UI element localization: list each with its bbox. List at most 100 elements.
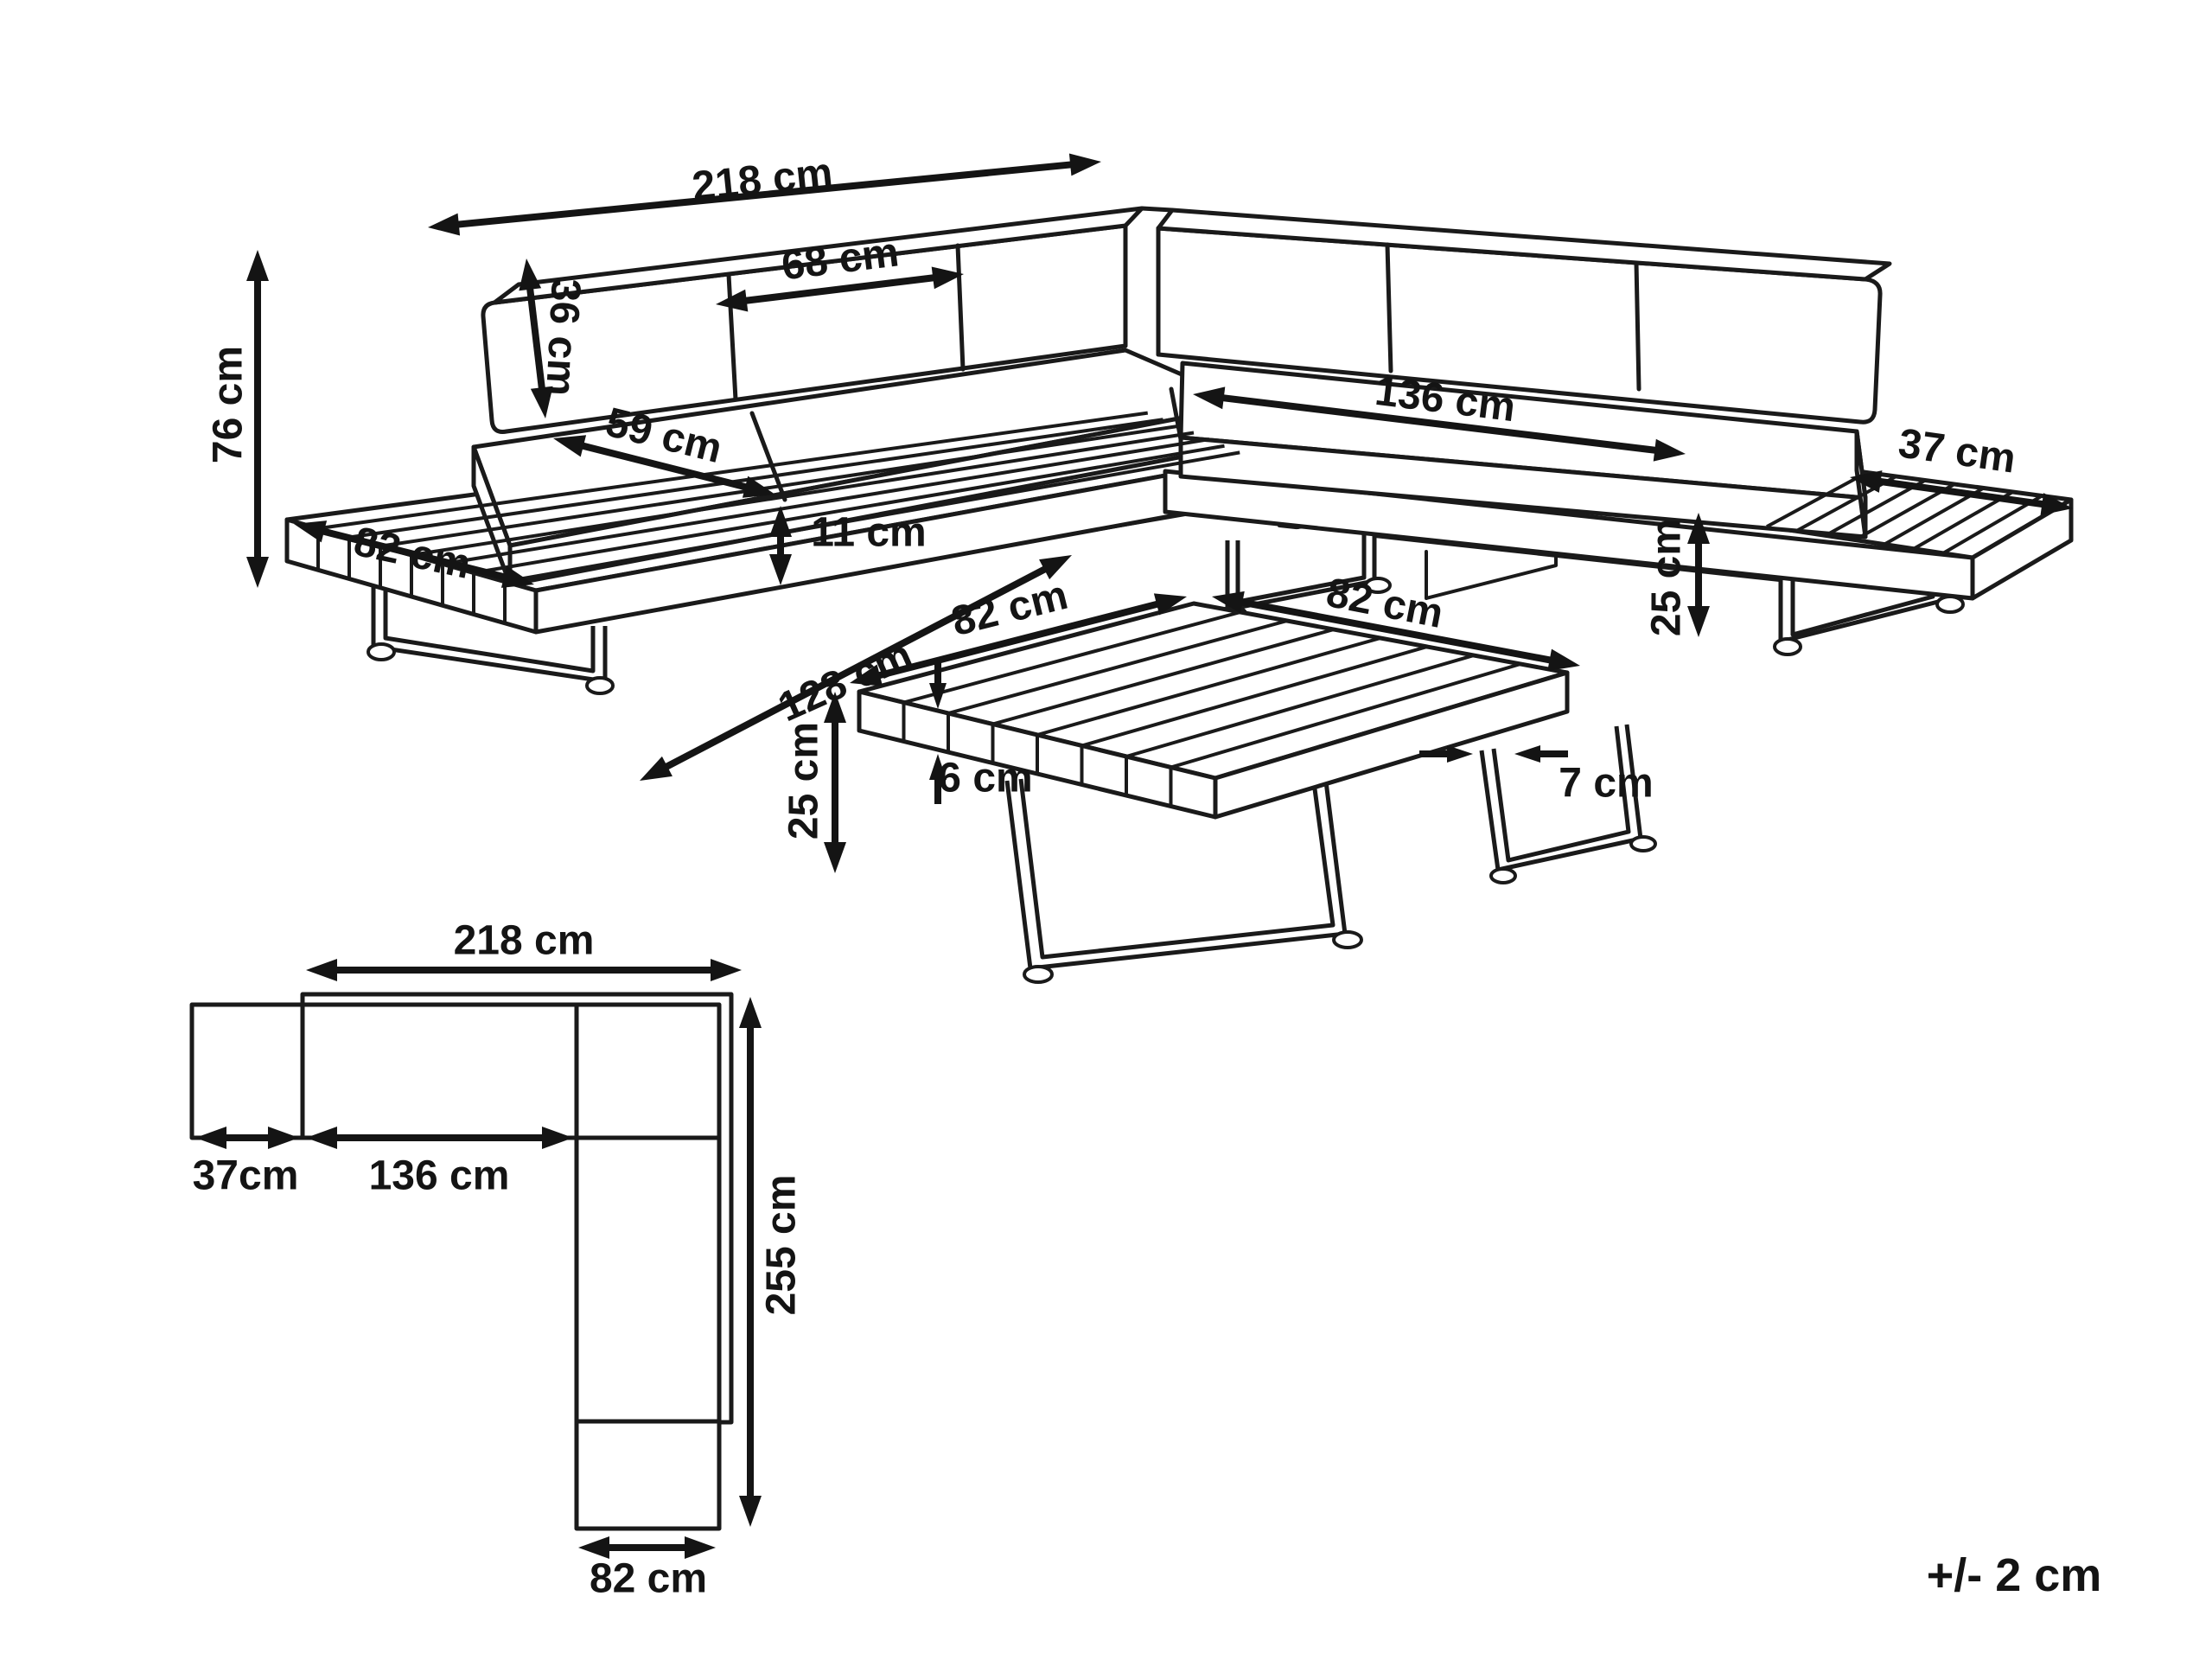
dim-label-back-cushion-height: 36 cm [537,278,589,398]
arrowhead [769,506,792,537]
arrowhead [742,476,775,498]
foot-pad [1364,577,1392,594]
slat-line [902,610,1241,705]
arrowhead [739,997,762,1028]
dim-right-bench-height: 25 cm [1644,513,1710,637]
coffee-table-right-face [1213,670,1570,820]
dimension-line [660,563,1052,773]
coffee-top-slats [902,610,1521,769]
arrowhead [931,266,964,290]
dim-label-right-table-width: 37 cm [1896,420,2018,482]
slat-line [348,418,1163,540]
arrowhead [711,959,742,981]
arrowhead [1153,593,1187,616]
arrowhead [1447,745,1473,763]
slat-line [442,437,1210,566]
dim-table-top-width: 82 cm [1212,570,1580,672]
dim-seat-cushion-thickness: 11 cm [769,506,927,585]
arrowhead [246,557,269,588]
arrowhead [1193,386,1226,410]
arrowhead [1039,555,1072,580]
arrowhead [428,213,461,236]
arrowhead [769,554,792,585]
tolerance-note: +/- 2 cm [1927,1549,2102,1601]
dim-table-leg-width: 7 cm [1419,745,1654,807]
dim-plan-seat-width: 136 cm [306,1127,573,1199]
arrowhead [929,754,947,780]
dim-plan-sofa-depth: 255 cm [739,997,805,1527]
coffee-leg-front-inner [1018,769,1335,960]
dimension-line [452,160,1077,229]
dimension-line [1235,597,1557,665]
slat-line [1170,662,1521,769]
arrowhead [1653,438,1686,462]
left-backrest-front [481,223,1128,434]
plan-view [189,992,734,1531]
slat-line [991,628,1335,726]
dimension-line [872,599,1164,680]
slat-line [504,450,1240,584]
left-backrest-seam [955,243,966,372]
arrowhead [640,756,673,781]
slat-line [473,444,1225,575]
left-bench-top-slats [317,411,1240,584]
arrowhead [195,1127,226,1149]
arrowhead [716,289,749,312]
dimension-line [576,441,753,492]
plan-backrest-outline [300,992,734,1425]
right-backrest-seam [1634,260,1641,392]
dim-plan-sofa-width: 218 cm [306,918,742,981]
arrowhead [578,1536,609,1559]
corner-seat-seam [1169,386,1183,442]
arrowhead [685,1536,716,1559]
arrowhead [1687,513,1710,544]
plan-top-band [300,1002,722,1140]
arrowhead [306,1127,337,1149]
coffee-leg-rear-inner [1491,725,1631,863]
arrowhead [850,664,883,686]
dim-label-table-height: 25 cm [781,722,827,840]
arrowhead [2040,493,2073,515]
arrowhead [306,959,337,981]
dim-label-plan-sofa-depth: 255 cm [759,1175,805,1316]
plan-bottom-side-table [574,1419,722,1531]
coffee-face-slats [902,702,1173,807]
arrowhead [500,565,534,588]
dim-label-table-leg-width: 7 cm [1559,761,1653,807]
arrowhead [1068,153,1101,176]
slat-line [1854,482,1955,542]
dim-plan-side-table-width: 37cm [193,1127,299,1199]
dim-label-plan-seat-width: 136 cm [369,1153,510,1199]
sled-leg-corner-inner [1235,517,1367,604]
dim-label-right-bench-height: 25 cm [1644,519,1690,636]
arrowhead [824,842,846,873]
slat-line [1766,470,1868,528]
arrowhead [294,520,328,543]
arrowhead [1547,648,1580,672]
dim-table-height: 25 cm [781,692,846,873]
dim-label-plan-side-table-width: 37cm [193,1153,299,1199]
dimension-line [1217,393,1661,455]
foot-pad [1489,867,1517,884]
slat-line [1825,478,1927,538]
arrowhead [1687,606,1710,637]
arrowhead [1514,745,1540,763]
dimension-line [1873,477,2049,508]
foot-pad [585,676,615,695]
left-bench-end-slats [316,528,507,623]
dim-total-height: 76 cm [206,250,269,588]
foot-pad [367,642,396,661]
dim-label-plan-bench-width: 82 cm [590,1556,707,1602]
slat-line [411,431,1195,557]
slat-line [1884,486,1985,546]
right-bench-end-face [1970,497,2074,601]
arrowhead [929,683,947,709]
arrowhead [519,259,542,291]
dimension-line [740,273,940,305]
slat-line [1036,636,1381,737]
slat-line [1913,490,2014,551]
arrowhead [824,692,846,723]
slat-line [317,411,1149,531]
